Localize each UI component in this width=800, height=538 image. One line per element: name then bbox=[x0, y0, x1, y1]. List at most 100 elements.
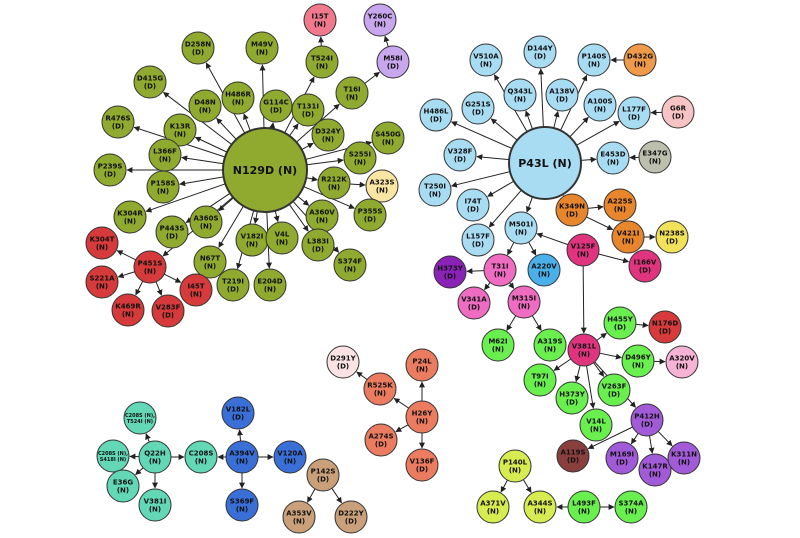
node-V14L[interactable]: V14L(N) bbox=[579, 408, 613, 442]
node-H486L[interactable]: H486L(D) bbox=[419, 98, 453, 132]
node-P24L[interactable]: P24L(N) bbox=[405, 348, 439, 382]
node-K469R[interactable]: K469R(N) bbox=[111, 293, 145, 327]
node-V283F[interactable]: V283F(D) bbox=[151, 294, 185, 328]
node-M501I[interactable]: M501I(N) bbox=[504, 211, 538, 245]
node-C208S_l[interactable]: C208S (N),S418I (N) bbox=[96, 439, 130, 473]
node-P451S[interactable]: P451S(N) bbox=[133, 250, 167, 284]
node-K304R[interactable]: K304R(N) bbox=[113, 200, 147, 234]
node-V421I[interactable]: V421I(N) bbox=[611, 220, 645, 254]
node-S450G[interactable]: S450G(N) bbox=[371, 121, 405, 155]
node-T250I[interactable]: T250I(N) bbox=[418, 173, 452, 207]
node-N67T[interactable]: N67T(N) bbox=[193, 245, 227, 279]
node-P140L[interactable]: P140L(N) bbox=[498, 449, 532, 483]
node-V341A[interactable]: V341A(D) bbox=[457, 286, 491, 320]
node-M169I[interactable]: M169I(D) bbox=[605, 441, 639, 475]
node-V328F[interactable]: V328F(D) bbox=[443, 138, 477, 172]
node-Y260C[interactable]: Y260C(N) bbox=[363, 3, 397, 37]
node-N176D[interactable]: N176D(D) bbox=[648, 310, 682, 344]
node-V125F[interactable]: V125F(N) bbox=[566, 233, 600, 267]
node-A320V[interactable]: A320V(N) bbox=[665, 345, 699, 379]
node-K147R[interactable]: K147R(N) bbox=[638, 453, 672, 487]
node-I15T[interactable]: I15T(N) bbox=[303, 3, 337, 37]
node-D496Y[interactable]: D496Y(N) bbox=[621, 344, 655, 378]
node-T219I[interactable]: T219I(D) bbox=[216, 268, 250, 302]
node-D415G[interactable]: D415G(D) bbox=[133, 65, 167, 99]
node-K311N[interactable]: K311N(N) bbox=[667, 441, 701, 475]
node-S374A[interactable]: S374A(N) bbox=[614, 490, 648, 524]
node-L177F[interactable]: L177F(D) bbox=[617, 96, 651, 130]
node-D432G[interactable]: D432G(N) bbox=[623, 43, 657, 77]
node-R476S[interactable]: R476S(D) bbox=[101, 105, 135, 139]
node-A360V[interactable]: A360V(N) bbox=[305, 199, 339, 233]
node-V381L[interactable]: V381L(N) bbox=[567, 333, 601, 367]
node-V182L[interactable]: V182L(D) bbox=[221, 396, 255, 430]
node-S369F[interactable]: S369F(N) bbox=[225, 488, 259, 522]
node-V182I[interactable]: V182I(N) bbox=[235, 223, 269, 257]
node-D48N[interactable]: D48N(N) bbox=[188, 89, 222, 123]
node-S221A[interactable]: S221A(N) bbox=[85, 265, 119, 299]
node-G114C[interactable]: G114C(D) bbox=[259, 89, 293, 123]
node-H455Y[interactable]: H455Y(D) bbox=[603, 306, 637, 340]
node-Q22H[interactable]: Q22H(N) bbox=[138, 440, 172, 474]
node-H373Y_a[interactable]: H373Y(D) bbox=[433, 255, 467, 289]
node-E204D[interactable]: E204D(N) bbox=[253, 268, 287, 302]
node-D258N[interactable]: D258N(D) bbox=[181, 31, 215, 65]
node-R525K[interactable]: R525K(N) bbox=[363, 372, 397, 406]
node-V120A[interactable]: V120A(N) bbox=[273, 440, 307, 474]
node-D324Y[interactable]: D324Y(N) bbox=[311, 118, 345, 152]
node-S255I[interactable]: S255I(N) bbox=[343, 141, 377, 175]
node-P412H[interactable]: P412H(D) bbox=[630, 403, 664, 437]
node-D291Y[interactable]: D291Y(D) bbox=[326, 345, 360, 379]
node-I74T[interactable]: I74T(D) bbox=[456, 188, 490, 222]
node-T524I[interactable]: T524I(N) bbox=[305, 45, 339, 79]
node-V263F[interactable]: V263F(D) bbox=[597, 373, 631, 407]
node-P239S[interactable]: P239S(D) bbox=[93, 153, 127, 187]
node-D144Y[interactable]: D144Y(D) bbox=[523, 35, 557, 69]
node-A371V[interactable]: A371V(N) bbox=[476, 490, 510, 524]
node-P355S[interactable]: P355S(D) bbox=[353, 198, 387, 232]
node-L383I[interactable]: L383I(D) bbox=[301, 228, 335, 262]
node-L366F[interactable]: L366F(N) bbox=[148, 138, 182, 172]
node-E347G[interactable]: E347G(N) bbox=[638, 140, 672, 174]
node-E453D[interactable]: E453D(N) bbox=[596, 141, 630, 175]
node-D222Y[interactable]: D222Y(D) bbox=[334, 500, 368, 534]
node-A319S[interactable]: A319S(N) bbox=[533, 328, 567, 362]
node-A360S[interactable]: A360S(N) bbox=[189, 205, 223, 239]
node-I166V[interactable]: I166V(D) bbox=[628, 249, 662, 283]
node-N238S[interactable]: N238S(D) bbox=[655, 220, 689, 254]
node-P443S[interactable]: P443S(D) bbox=[155, 215, 189, 249]
node-A100S[interactable]: A100S(N) bbox=[583, 88, 617, 122]
node-I45T[interactable]: I45T(N) bbox=[179, 273, 213, 307]
node-L157F[interactable]: L157F(D) bbox=[461, 223, 495, 257]
node-C208S_t[interactable]: C208S (N),T524I (N) bbox=[123, 401, 157, 435]
node-A138V[interactable]: A138V(D) bbox=[545, 78, 579, 112]
node-E36G[interactable]: E36G(N) bbox=[106, 469, 140, 503]
node-A274S[interactable]: A274S(D) bbox=[364, 423, 398, 457]
node-M315I[interactable]: M315I(N) bbox=[507, 285, 541, 319]
node-P43L[interactable]: P43L (N) bbox=[508, 126, 582, 200]
node-M49V[interactable]: M49V(N) bbox=[245, 31, 279, 65]
node-V381I[interactable]: V381I(N) bbox=[138, 488, 172, 522]
node-A119S[interactable]: A119S(D) bbox=[556, 439, 590, 473]
node-A323S[interactable]: A323S(N) bbox=[365, 169, 399, 203]
node-G6R[interactable]: G6R(D) bbox=[661, 95, 695, 129]
node-C208S[interactable]: C208S(N) bbox=[184, 440, 218, 474]
node-H373Y_b[interactable]: H373Y(D) bbox=[555, 381, 589, 415]
node-P142S[interactable]: P142S(D) bbox=[306, 458, 340, 492]
node-S374F[interactable]: S374F(N) bbox=[333, 248, 367, 282]
node-K13R[interactable]: K13R(N) bbox=[163, 113, 197, 147]
node-K304T[interactable]: K304T(N) bbox=[85, 226, 119, 260]
node-P140S[interactable]: P140S(N) bbox=[577, 43, 611, 77]
node-M58I[interactable]: M58I(D) bbox=[376, 45, 410, 79]
node-R212K[interactable]: R212K(N) bbox=[317, 166, 351, 200]
node-V510A[interactable]: V510A(N) bbox=[469, 43, 503, 77]
node-A225S[interactable]: A225S(N) bbox=[603, 188, 637, 222]
node-A344S[interactable]: A344S(N) bbox=[523, 490, 557, 524]
node-H26Y[interactable]: H26Y(N) bbox=[405, 400, 439, 434]
node-T97I[interactable]: T97I(N) bbox=[523, 363, 557, 397]
node-H486R[interactable]: H486R(N) bbox=[221, 81, 255, 115]
node-K349N[interactable]: K349N(D) bbox=[555, 193, 589, 227]
node-N129D[interactable]: N129D (N) bbox=[222, 127, 308, 213]
node-M62I[interactable]: M62I(N) bbox=[481, 328, 515, 362]
node-V136F[interactable]: V136F(D) bbox=[405, 448, 439, 482]
